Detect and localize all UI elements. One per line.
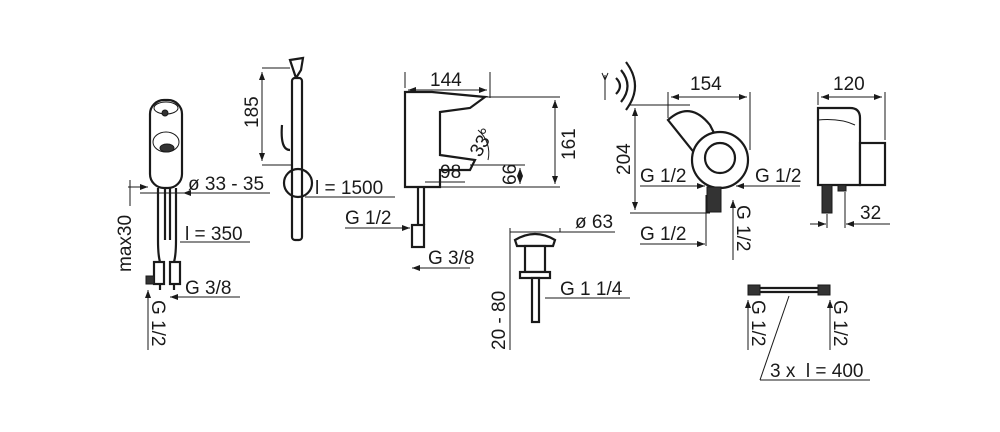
thread-vertical-label: G 1/2	[732, 205, 753, 251]
range-label: 20 - 80	[489, 291, 510, 350]
valve-side-figure: 120 32	[810, 74, 890, 228]
basin-mixer-front-figure: ø 33 - 35 max30 l = 350 G 3/8 G 1/2	[115, 98, 270, 350]
max-thickness-label: max30	[115, 215, 136, 272]
width-label: 154	[690, 74, 722, 95]
spout-height-label: 66	[500, 164, 521, 185]
hand-shower-figure: 185 l = 1500	[242, 56, 395, 242]
thread-bottom-label: G 3/8	[428, 248, 474, 269]
height-label: 161	[559, 128, 580, 160]
thread-left-label: G 1/2	[747, 300, 768, 346]
hose-length-label: l = 350	[185, 224, 243, 245]
drain-figure: ø 63 G 1 1/4 20 - 80	[489, 212, 630, 350]
thread-right-label: G 1/2	[755, 166, 801, 187]
diameter-label: ø 63	[575, 212, 613, 233]
reach-label: 98	[440, 162, 461, 183]
thread-left-label: G 1/2	[640, 166, 686, 187]
offset-label: 32	[860, 203, 881, 224]
thread-bottom-label: G 1/2	[640, 224, 686, 245]
quantity-length-label: 3 x l = 400	[770, 361, 863, 382]
diameter-label: ø 33 - 35	[188, 174, 264, 195]
inlet-thread-label: G 1/2	[147, 300, 168, 346]
width-label: 144	[430, 70, 462, 91]
height-label: 204	[614, 143, 635, 175]
hose-length-label: l = 1500	[315, 178, 383, 199]
angle-label: 33°	[466, 125, 499, 160]
thread-right-label: G 1/2	[829, 300, 850, 346]
hose-thread-label: G 3/8	[185, 278, 231, 299]
width-label: 120	[833, 74, 865, 95]
thread-label: G 1 1/4	[560, 279, 623, 300]
thread-top-label: G 1/2	[345, 208, 391, 229]
thermostat-valve-figure: 154 204 G 1/2 G 1/2 G 1/2 G 1/2	[601, 61, 801, 260]
height-label: 185	[242, 96, 263, 128]
connection-hoses-figure: G 1/2 G 1/2 3 x l = 400	[745, 284, 870, 382]
